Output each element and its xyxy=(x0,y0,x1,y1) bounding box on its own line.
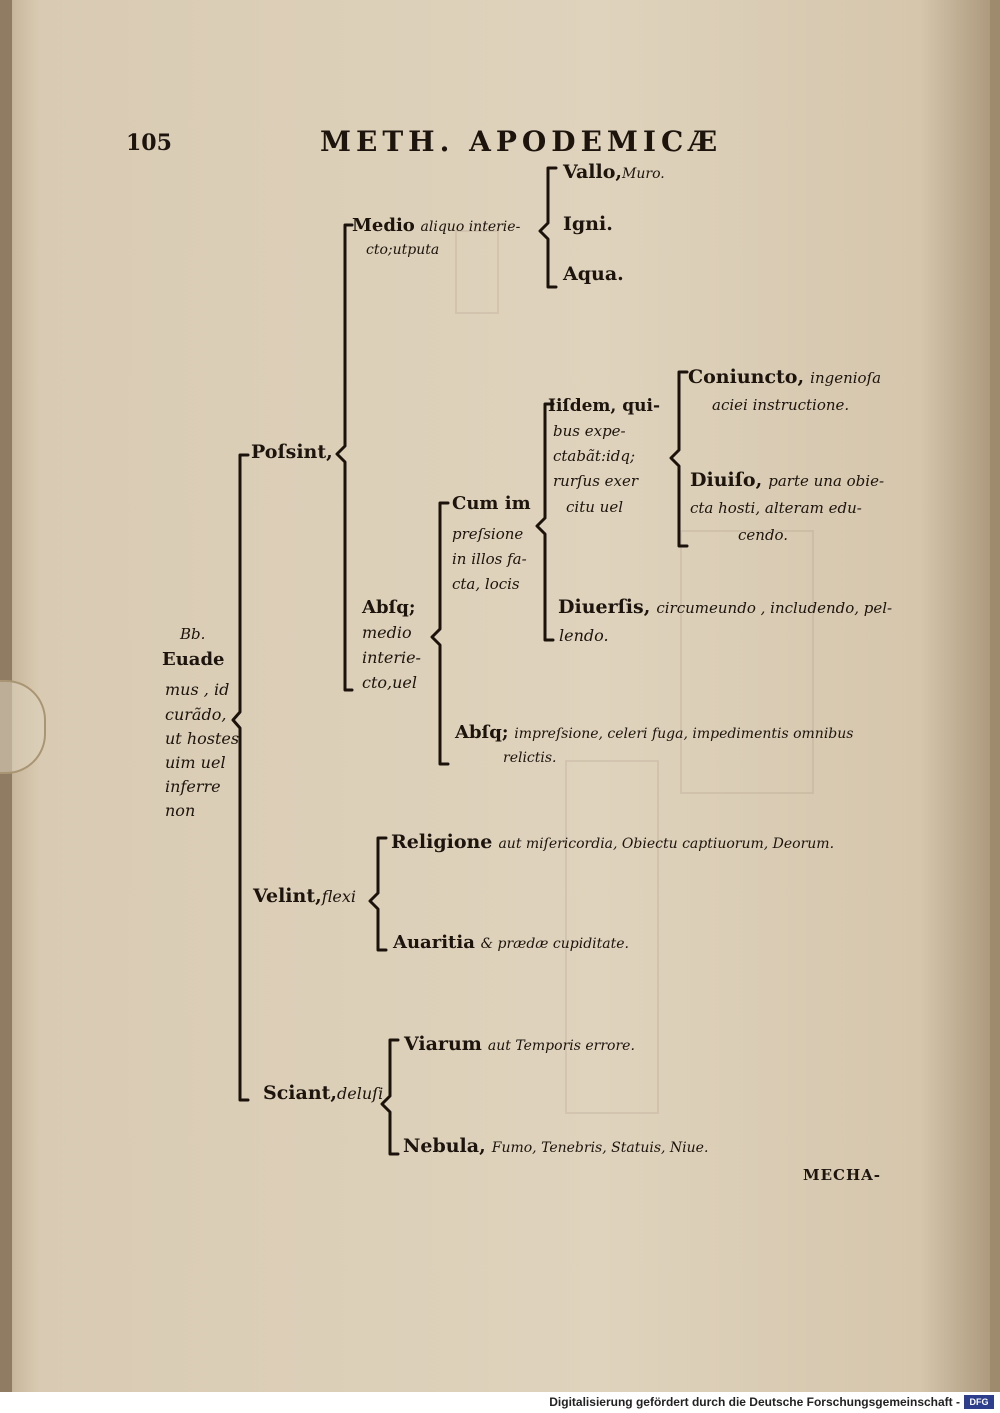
root-line: non xyxy=(165,801,196,820)
absq-line: medio xyxy=(362,623,412,642)
sine-main: Abſq; xyxy=(455,722,509,743)
coniuncto-rest: ingenioſa xyxy=(810,369,882,387)
show-through-mark xyxy=(680,530,814,794)
item-sub: Muro. xyxy=(622,166,665,182)
bracket-absq xyxy=(430,501,450,766)
diuersis-line2: lendo. xyxy=(559,626,609,645)
item-main: Vallo, xyxy=(563,161,623,183)
root-signature: Bb. xyxy=(180,625,206,643)
footer-credit: Digitalisierung gefördert durch die Deut… xyxy=(549,1395,960,1409)
bracket-cum xyxy=(535,402,555,642)
medio-lead: Medio xyxy=(352,215,415,236)
bracket-root xyxy=(231,453,250,1102)
catchword: MECHA- xyxy=(803,1166,882,1184)
root-line: inferre xyxy=(165,777,221,796)
absq-line: cto,uel xyxy=(362,673,417,692)
sine-impressione-label: Abſq; impreſsione, celeri fuga, impedime… xyxy=(455,724,853,742)
footer-bar: Digitalisierung gefördert durch die Deut… xyxy=(0,1392,1000,1413)
cum-line: preſsione xyxy=(452,525,524,543)
diuersis-main: Diuerſis, xyxy=(558,596,651,618)
root-line: uim uel xyxy=(165,753,226,772)
item-main: Viarum xyxy=(404,1033,482,1055)
sciant-item: Nebula, Fumo, Tenebris, Statuis, Niue. xyxy=(403,1137,708,1156)
velint-item: Auaritia & prædæ cupiditate. xyxy=(393,934,629,952)
sciant-rest: deluſi xyxy=(337,1084,384,1103)
velint-item: Religione aut miſericordia, Obiectu capt… xyxy=(391,833,834,852)
cum-line: cta, locis xyxy=(452,575,520,593)
item-rest: & prædæ cupiditate. xyxy=(480,936,629,952)
cum-line: in illos fa- xyxy=(452,550,527,568)
iisdem-line: bus expe- xyxy=(553,422,626,440)
sine-rest: impreſsione, celeri fuga, impedimentis o… xyxy=(514,726,854,742)
diuersis-label: Diuerſis, circumeundo , includendo, pel- xyxy=(558,598,892,617)
absq-line: Abſq; xyxy=(362,597,416,618)
diuiso-line3: cendo. xyxy=(738,526,789,544)
item-main: Nebula, xyxy=(403,1135,486,1157)
diuiso-line2: cta hosti, alteram edu- xyxy=(690,499,862,517)
coniuncto-main: Coniuncto, xyxy=(688,366,805,388)
possint-label: Poſsint, xyxy=(251,441,333,463)
coniuncto-label: Coniuncto, ingenioſa xyxy=(688,368,881,387)
velint-rest: flexi xyxy=(321,887,357,906)
iisdem-line: Iiſdem, qui- xyxy=(548,396,661,416)
cum-line: Cum im xyxy=(452,493,531,514)
item-main: Auaritia xyxy=(393,932,475,953)
velint-main: Velint, xyxy=(253,885,322,907)
medio-item: Aqua. xyxy=(563,263,624,285)
velint-label: Velint,flexi xyxy=(253,887,356,906)
bracket-medio xyxy=(538,166,558,289)
root-line: curãdo, xyxy=(165,705,227,724)
item-main: Religione xyxy=(391,831,493,853)
diuiso-rest: parte una obie- xyxy=(768,472,885,490)
root-line: ut hostes xyxy=(165,729,240,748)
bracket-iisdem xyxy=(669,370,689,548)
coniuncto-line2: aciei instructione. xyxy=(712,396,850,414)
iisdem-line: citu uel xyxy=(566,498,623,516)
bracket-velint xyxy=(368,836,388,952)
sciant-label: Sciant,deluſi xyxy=(263,1084,383,1103)
page-number: 105 xyxy=(126,130,172,156)
absq-line: interie- xyxy=(362,648,421,667)
medio-item: Igni. xyxy=(563,213,613,235)
medio-line2: cto;utputa xyxy=(366,242,440,258)
item-rest: aut miſericordia, Obiectu captiuorum, De… xyxy=(498,836,835,852)
bracket-sciant xyxy=(380,1038,400,1156)
diuiso-main: Diuiſo, xyxy=(690,469,763,491)
running-title: METH. APODEMICÆ xyxy=(320,125,723,158)
iisdem-line: rurſus exer xyxy=(553,472,639,490)
item-rest: aut Temporis errore. xyxy=(487,1038,635,1054)
medio-rest: aliquo interie- xyxy=(420,219,521,235)
dfg-logo: DFG xyxy=(964,1395,994,1409)
medio-item: Vallo,Muro. xyxy=(563,163,665,182)
iisdem-line: ctabãt:idq; xyxy=(553,447,636,465)
sciant-item: Viarum aut Temporis errore. xyxy=(404,1035,635,1054)
page-edge xyxy=(990,0,1000,1392)
root-line: Euade xyxy=(162,649,225,670)
show-through-mark xyxy=(455,230,499,314)
diuiso-label: Diuiſo, parte una obie- xyxy=(690,471,884,490)
medio-label: Medio aliquo interie- xyxy=(352,217,520,235)
show-through-mark xyxy=(565,760,659,1114)
sciant-main: Sciant, xyxy=(263,1082,338,1104)
diuersis-rest: circumeundo , includendo, pel- xyxy=(656,599,893,617)
item-rest: Fumo, Tenebris, Statuis, Niue. xyxy=(491,1140,709,1156)
root-line: mus , id xyxy=(165,680,230,699)
bracket-possint xyxy=(335,223,354,692)
sine-line2: relictis. xyxy=(503,750,557,766)
